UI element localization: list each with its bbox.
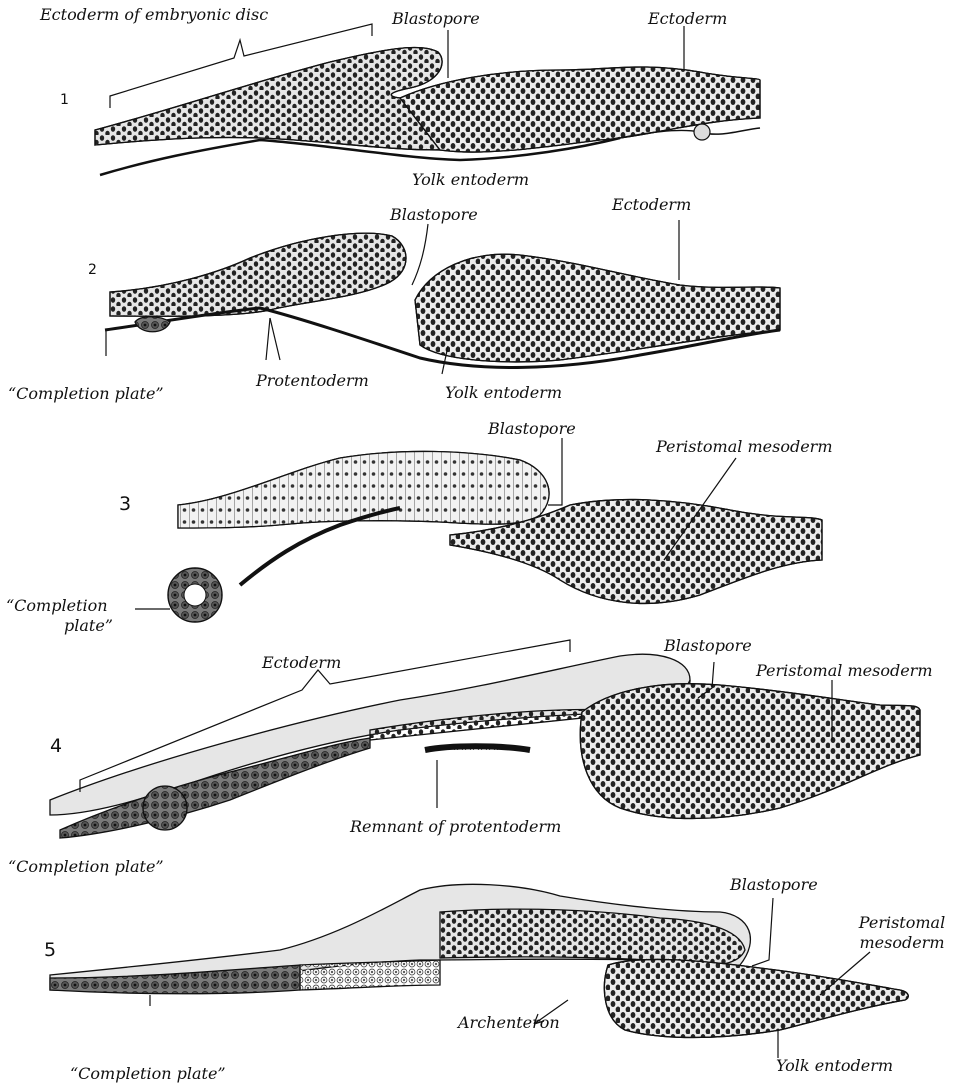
label-yolk-entoderm-1: Yolk entoderm xyxy=(412,171,529,189)
label-blastopore-2: Blastopore xyxy=(390,206,478,224)
figure-5-number: 5 xyxy=(44,940,56,960)
label-blastopore-1: Blastopore xyxy=(392,10,480,28)
label-archenteron: Archenteron xyxy=(458,1014,560,1032)
fig2-completion-cells xyxy=(135,317,170,332)
fig5-mesoderm-nuclei xyxy=(604,959,908,1037)
label-peristomal-mesoderm-3: Peristomal mesoderm xyxy=(656,438,832,456)
figure-4-number: 4 xyxy=(50,736,62,756)
fig1-disc-nuclei xyxy=(95,47,442,150)
fig3-completion-plate-lumen xyxy=(184,584,206,606)
fig2-ectoderm-nuclei xyxy=(415,254,780,362)
label-ectoderm-4: Ectoderm xyxy=(262,654,341,672)
fig2-blastopore-arrow xyxy=(412,224,428,285)
fig1-yolk-cell xyxy=(694,124,710,140)
label-yolk-entoderm-5: Yolk entoderm xyxy=(776,1057,893,1075)
label-completion-plate-5: “Completion plate” xyxy=(70,1065,226,1083)
label-ectoderm-2: Ectoderm xyxy=(612,196,691,214)
label-remnant-protentoderm: Remnant of protentoderm xyxy=(350,818,561,836)
fig5-light-cells xyxy=(300,960,440,990)
label-completion-plate-3-line2: plate” xyxy=(64,617,113,635)
label-ectoderm-1: Ectoderm xyxy=(648,10,727,28)
label-completion-plate-2: “Completion plate” xyxy=(8,385,164,403)
label-completion-plate-4: “Completion plate” xyxy=(8,858,164,876)
label-peristomal-5-line1: Peristomal xyxy=(846,914,958,932)
label-yolk-entoderm-2: Yolk entoderm xyxy=(445,384,562,402)
label-peristomal-5-line2: mesoderm xyxy=(846,934,958,952)
fig2-disc-nuclei xyxy=(110,233,406,316)
fig5-blastopore-arrow xyxy=(752,898,773,966)
figure-2-number: 2 xyxy=(88,260,97,280)
fig3-blastopore-bracket xyxy=(548,438,562,505)
figure-3-number: 3 xyxy=(119,494,131,514)
fig2-protentoderm-pointer-b xyxy=(270,318,280,360)
figure-1-number: 1 xyxy=(60,90,69,110)
label-blastopore-3: Blastopore xyxy=(488,420,576,438)
fig2-protentoderm-pointer-a xyxy=(266,318,270,360)
fig4-remnant-protentoderm xyxy=(425,746,530,750)
label-blastopore-4: Blastopore xyxy=(664,637,752,655)
label-peristomal-mesoderm-4: Peristomal mesoderm xyxy=(756,662,932,680)
label-blastopore-5: Blastopore xyxy=(730,876,818,894)
label-completion-plate-3-line1: “Completion xyxy=(6,597,108,615)
label-ectoderm-embryonic-disc: Ectoderm of embryonic disc xyxy=(40,6,268,24)
fig4-completion-cluster xyxy=(143,786,187,830)
fig4-mesoderm-nuclei xyxy=(580,684,920,819)
label-protentoderm: Protentoderm xyxy=(256,372,369,390)
